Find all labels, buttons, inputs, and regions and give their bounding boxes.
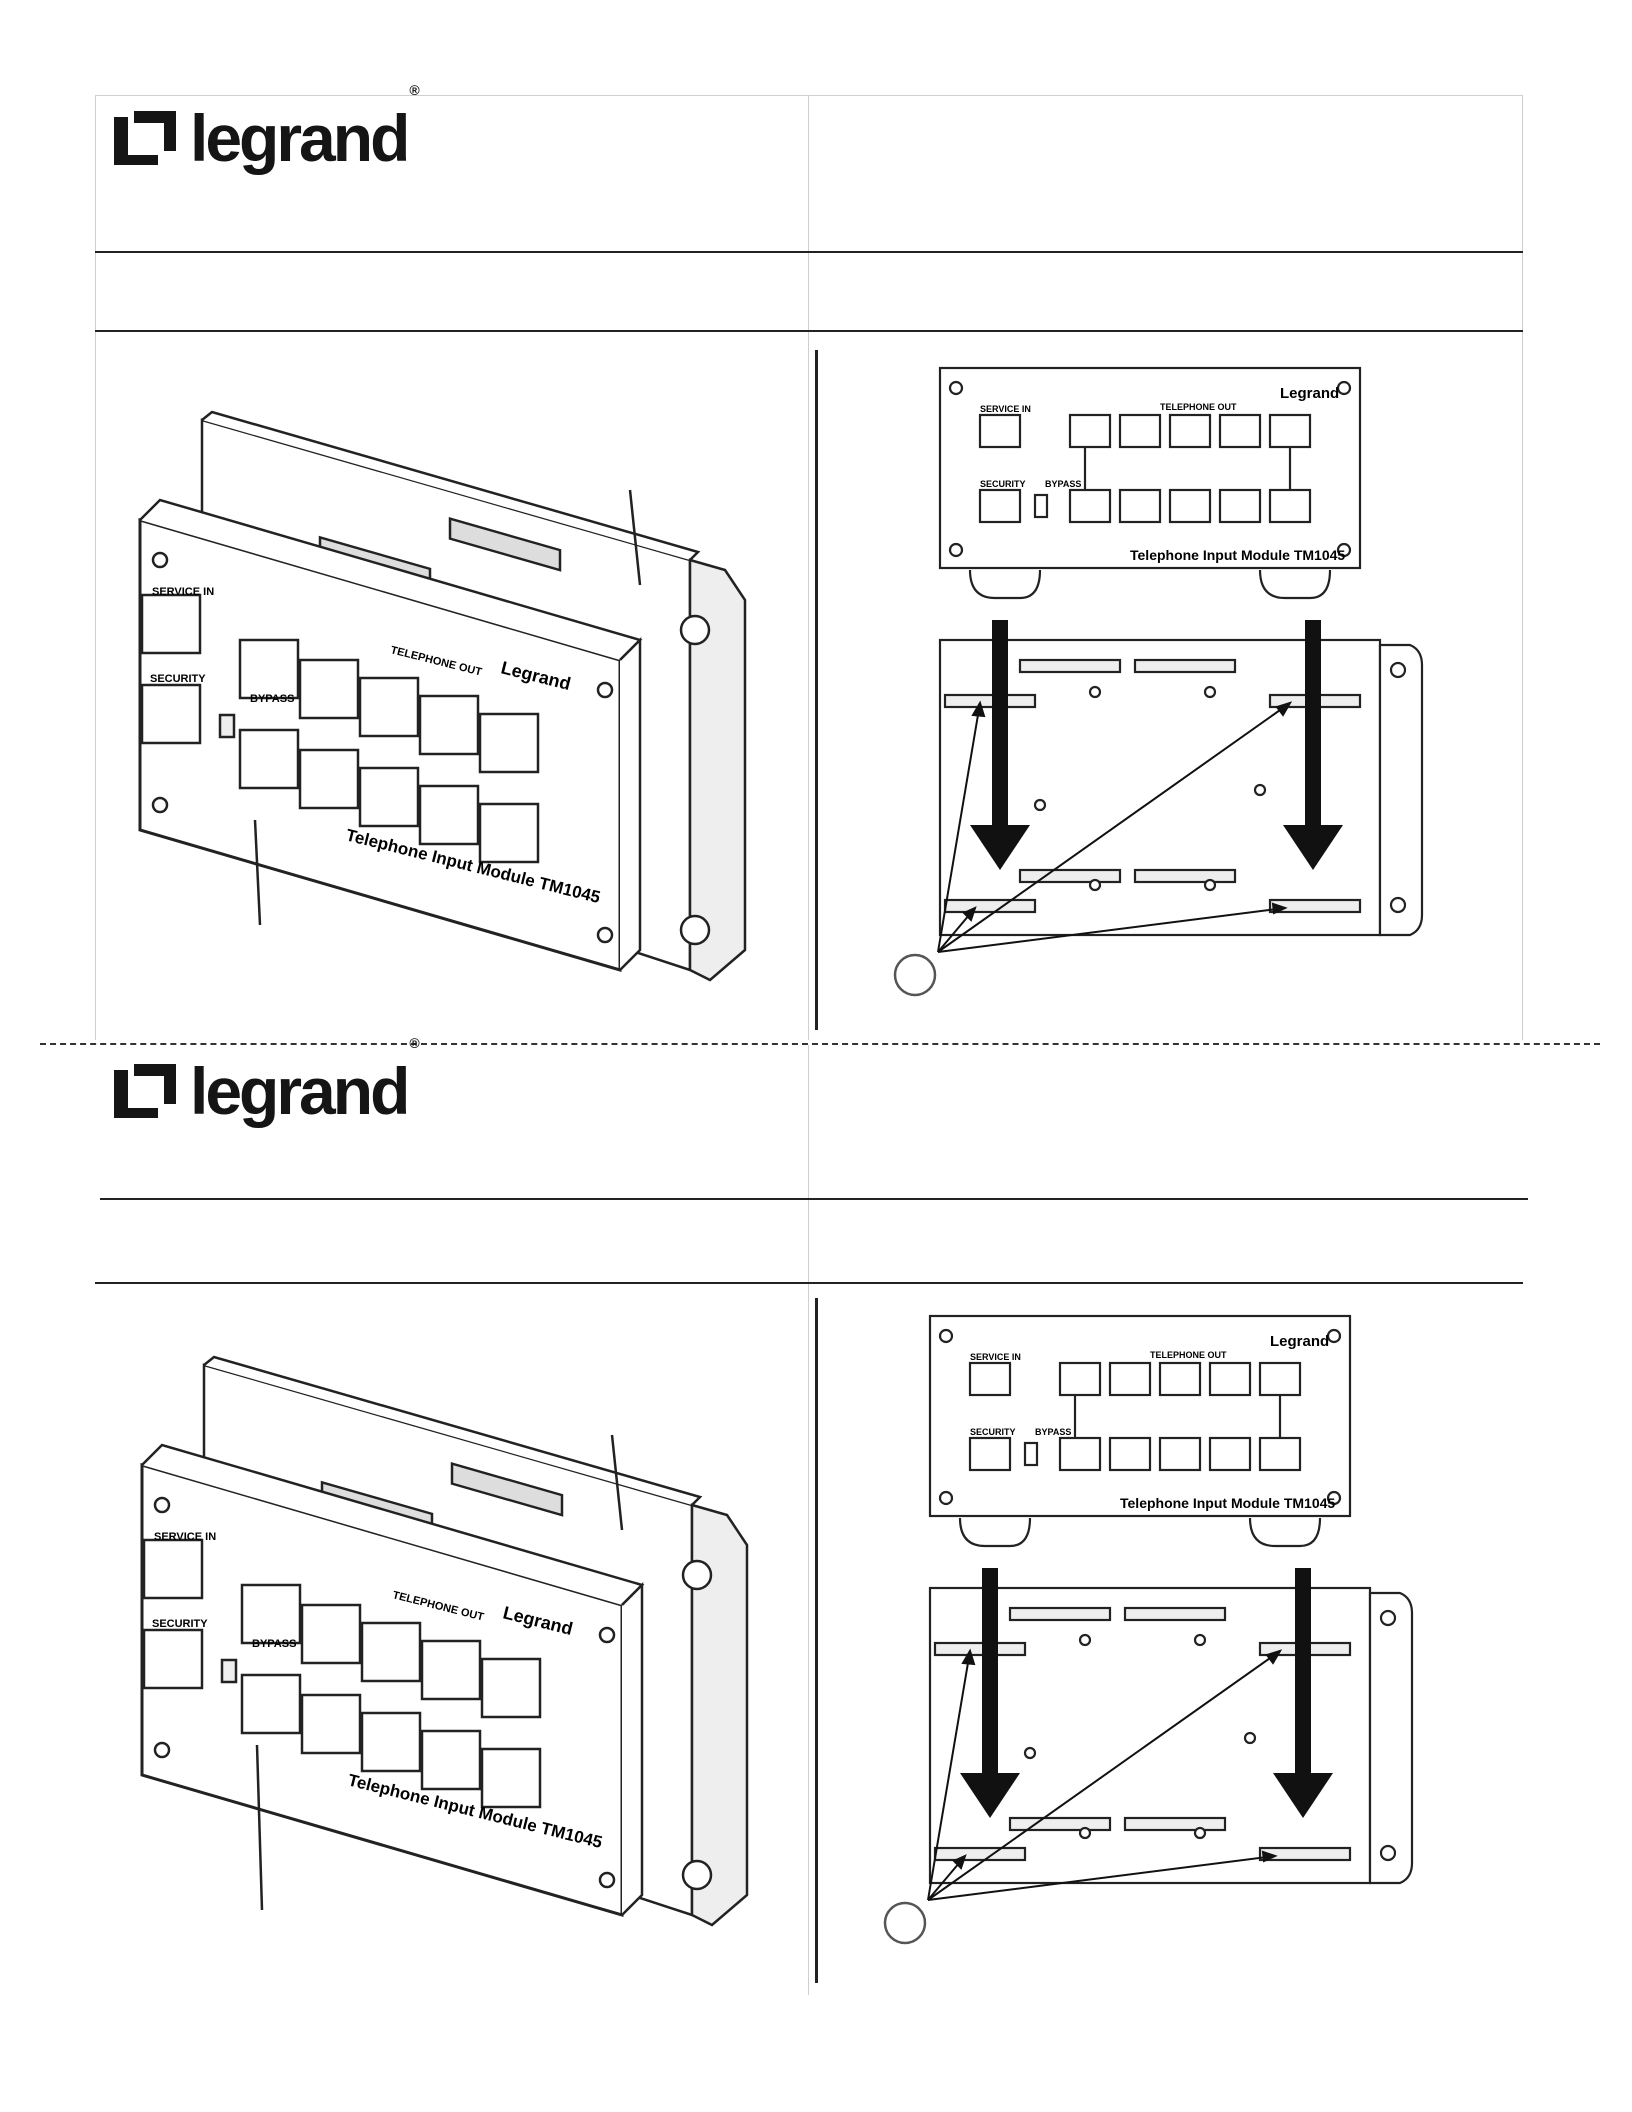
service-in-label: SERVICE IN xyxy=(980,404,1031,414)
column-divider xyxy=(808,95,809,1040)
service-in-label: SERVICE IN xyxy=(152,586,214,598)
header-rule xyxy=(95,251,1523,253)
figure-divider xyxy=(815,350,818,1030)
logo-wordmark: legrand® xyxy=(190,1035,420,1128)
telephone-out-label: TELEPHONE OUT xyxy=(1160,402,1237,412)
arrow-down-icon xyxy=(1273,1568,1333,1818)
module-isometric-figure: SERVICE IN SECURITY BYPASS TELEPHONE OUT… xyxy=(140,1355,749,1927)
callout-circle-icon xyxy=(883,1901,927,1945)
column-divider xyxy=(808,1045,809,1995)
callout-circle-icon xyxy=(893,953,937,997)
header-rule xyxy=(95,330,1523,332)
brand-label: Legrand xyxy=(1280,385,1339,402)
legrand-logo: legrand® xyxy=(114,82,420,175)
module-name-label: Telephone Input Module TM1045 xyxy=(1120,1495,1335,1511)
security-label: SECURITY xyxy=(150,673,206,685)
arrow-down-icon xyxy=(970,620,1030,870)
bypass-label: BYPASS xyxy=(250,693,294,705)
module-mounting-figure: SERVICE IN SECURITY BYPASS TELEPHONE OUT… xyxy=(883,1314,1414,1945)
legrand-logo-mark-icon xyxy=(114,111,176,165)
legrand-logo: legrand® xyxy=(114,1035,420,1128)
bypass-label: BYPASS xyxy=(252,1638,296,1650)
arrow-down-icon xyxy=(1283,620,1343,870)
telephone-out-label: TELEPHONE OUT xyxy=(1150,1350,1227,1360)
header-rule xyxy=(100,1198,1528,1200)
module-name-label: Telephone Input Module TM1045 xyxy=(1130,547,1345,563)
bypass-label: BYPASS xyxy=(1035,1427,1071,1437)
instruction-panel-top xyxy=(95,95,1523,1040)
arrow-down-icon xyxy=(960,1568,1020,1818)
security-label: SECURITY xyxy=(152,1618,208,1630)
figure-divider xyxy=(815,1298,818,1983)
logo-wordmark: legrand® xyxy=(190,82,420,175)
service-in-label: SERVICE IN xyxy=(154,1531,216,1543)
security-label: SECURITY xyxy=(970,1427,1016,1437)
service-in-label: SERVICE IN xyxy=(970,1352,1021,1362)
security-label: SECURITY xyxy=(980,479,1026,489)
bypass-label: BYPASS xyxy=(1045,479,1081,489)
module-isometric-figure: SERVICE IN SECURITY BYPASS TELEPHONE OUT… xyxy=(138,410,747,982)
module-mounting-figure: SERVICE IN SECURITY BYPASS TELEPHONE OUT… xyxy=(893,366,1424,997)
header-rule xyxy=(95,1282,1523,1284)
brand-label: Legrand xyxy=(1270,1333,1329,1350)
cut-line xyxy=(40,1043,1600,1045)
legrand-logo-mark-icon xyxy=(114,1064,176,1118)
